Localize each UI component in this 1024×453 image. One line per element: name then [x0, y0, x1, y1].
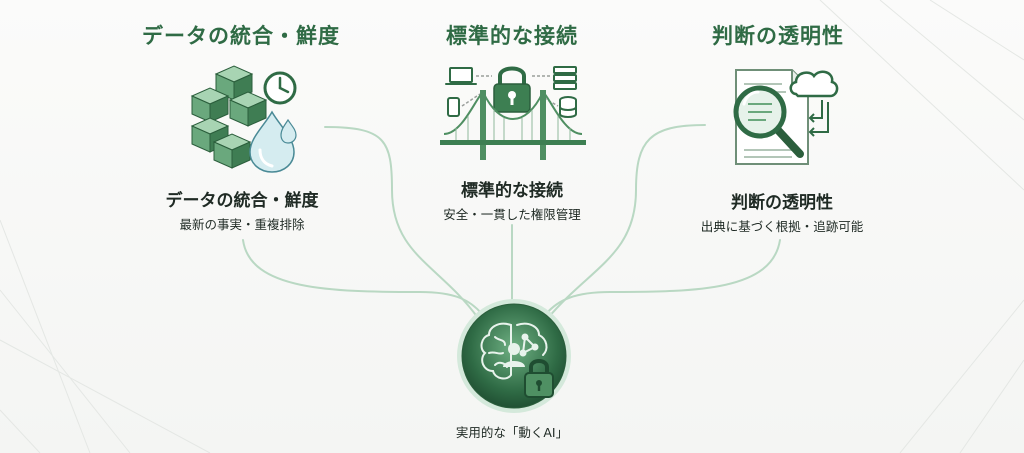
- data-blocks-clock-drop-icon: [190, 65, 297, 173]
- document-magnifier-icon: [733, 69, 839, 165]
- water-drop-icon: [249, 110, 297, 173]
- hub-label: 実用的な「動くAI」: [455, 425, 569, 440]
- clock-icon: [263, 71, 297, 105]
- connector-left: [324, 126, 479, 319]
- column-title-data-freshness: データの統合・鮮度: [142, 24, 340, 48]
- bridge-lock-icon: [440, 66, 586, 160]
- column-title-standard-connection: 標準的な接続: [446, 24, 578, 48]
- connector-left-lower: [242, 239, 483, 315]
- database-icon: [559, 96, 577, 118]
- bridge-icon: [440, 90, 586, 160]
- column-heading-data-freshness: データの統合・鮮度: [165, 191, 319, 211]
- column-subtitle-decision-transparency: 出典に基づく根拠・追跡可能: [700, 219, 864, 234]
- connector-right: [547, 124, 706, 319]
- phone-icon: [447, 97, 460, 117]
- padlock-icon: [493, 66, 531, 113]
- column-heading-decision-transparency: 判断の透明性: [731, 193, 833, 213]
- column-title-decision-transparency: 判断の透明性: [712, 24, 844, 48]
- cloud-icon: [789, 70, 839, 98]
- column-heading-standard-connection: 標準的な接続: [461, 181, 563, 201]
- brain-lock-icon: [457, 299, 571, 413]
- person-icon: [503, 343, 525, 367]
- connector-right-lower: [545, 239, 781, 315]
- column-subtitle-standard-connection: 安全・一貫した権限管理: [443, 207, 581, 222]
- column-subtitle-data-freshness: 最新の事実・重複排除: [179, 217, 305, 232]
- server-icon: [553, 66, 577, 90]
- laptop-icon: [445, 67, 477, 85]
- magnifier-icon: [733, 85, 804, 158]
- padlock-icon: [524, 359, 554, 398]
